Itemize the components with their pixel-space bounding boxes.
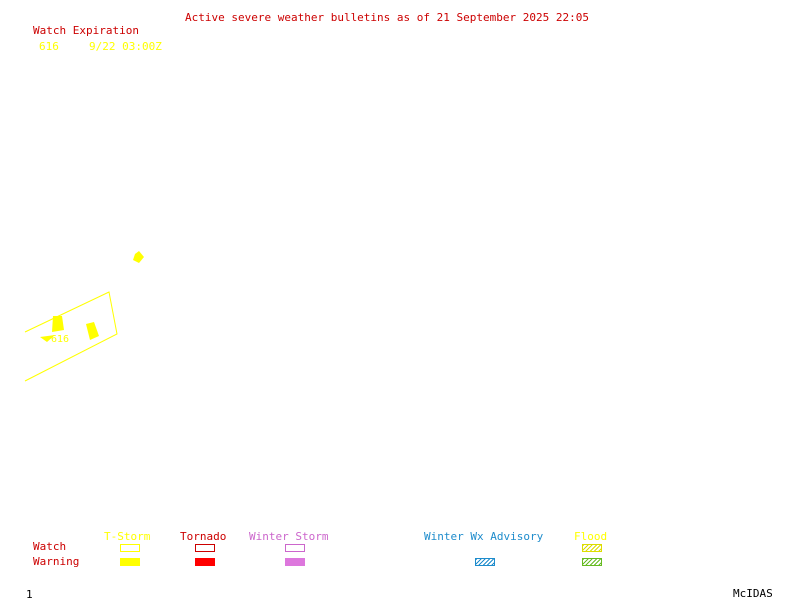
watch-number: 616 [39,40,59,53]
watch-616-outline [24,291,118,382]
storm-cell [52,316,64,332]
legend-tstorm-warning-swatch [120,558,140,566]
legend-warning-label: Warning [33,555,80,568]
legend-tstorm-watch-swatch [120,544,140,552]
legend-tstorm-label: T-Storm [104,530,151,543]
page-number: 1 [26,588,33,601]
legend-winter-storm-watch-swatch [285,544,305,552]
legend-watch-label: Watch [33,540,67,553]
legend-winter-wx-advisory-swatch [475,558,495,566]
watch-expiration-time: 9/22 03:00Z [89,40,162,53]
legend-tornado-label: Tornado [180,530,227,543]
legend-winter-wx-advisory-label: Winter Wx Advisory [424,530,544,543]
legend-winter-storm-warning-swatch [285,558,305,566]
storm-cell [40,335,55,342]
legend-flood-warning-swatch [582,558,602,566]
legend-tornado-watch-swatch [195,544,215,552]
legend-flood-watch-swatch [582,544,602,552]
storm-cell [133,251,144,263]
legend-flood-label: Flood [574,530,608,543]
watch-616-label: 616 [51,334,70,345]
watch-expiration-heading: Watch Expiration [33,24,139,37]
mcidas-brand: McIDAS [733,587,773,600]
legend-winter-storm-label: Winter Storm [249,530,329,543]
storm-cell [86,322,99,340]
bulletin-title: Active severe weather bulletins as of 21… [185,11,589,24]
legend-tornado-warning-swatch [195,558,215,566]
